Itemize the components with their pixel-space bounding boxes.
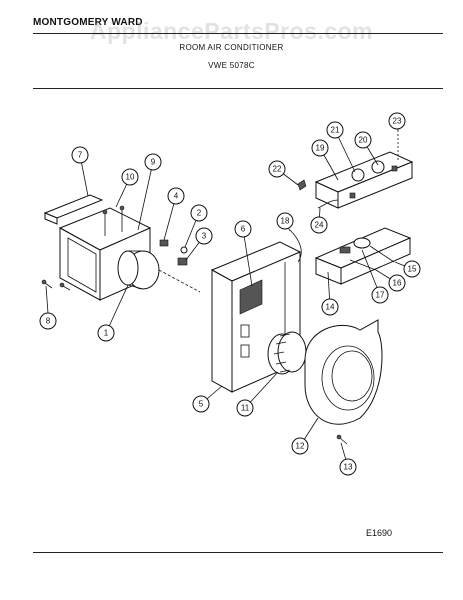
callout-16: 16 (388, 274, 406, 292)
svg-text:9: 9 (151, 158, 156, 167)
svg-text:23: 23 (393, 117, 402, 126)
title-rule (33, 88, 443, 89)
svg-text:11: 11 (241, 404, 250, 413)
callout-12: 12 (291, 437, 309, 455)
svg-text:21: 21 (331, 126, 340, 135)
svg-text:18: 18 (281, 217, 290, 226)
svg-text:3: 3 (202, 232, 207, 241)
callout-1: 1 (97, 324, 115, 342)
svg-text:14: 14 (326, 303, 335, 312)
svg-text:20: 20 (359, 136, 368, 145)
svg-text:19: 19 (316, 144, 325, 153)
figure-code: E1690 (366, 528, 393, 538)
model-number: VWE 5078C (208, 61, 255, 70)
part-13-screw (336, 434, 348, 445)
callout-5: 5 (192, 395, 210, 413)
brand-label: MONTGOMERY WARD (33, 17, 143, 28)
callout-15: 15 (403, 260, 421, 278)
svg-text:16: 16 (393, 279, 402, 288)
svg-text:15: 15 (408, 265, 417, 274)
svg-text:13: 13 (344, 463, 353, 472)
part-12-scroll-housing (304, 319, 383, 425)
diagram-title: ROOM AIR CONDITIONER (179, 43, 284, 52)
callout-9: 9 (144, 153, 162, 171)
callout-11: 11 (236, 399, 254, 417)
part-24-wire-lead (317, 199, 339, 209)
svg-text:6: 6 (241, 225, 246, 234)
part-14-switch-box (314, 227, 412, 285)
footer-rule (33, 552, 443, 553)
svg-text:7: 7 (78, 151, 83, 160)
svg-text:4: 4 (174, 192, 179, 201)
part-8-screws (41, 279, 71, 291)
part-2-washer (180, 246, 188, 254)
part-22-clip (297, 179, 307, 191)
callout-14: 14 (321, 298, 339, 316)
part-7-bracket (43, 194, 104, 225)
svg-text:24: 24 (315, 221, 324, 230)
callout-2: 2 (190, 204, 208, 222)
callout-21: 21 (326, 121, 344, 139)
callout-13: 13 (339, 458, 357, 476)
svg-text:22: 22 (273, 165, 282, 174)
callout-6: 6 (234, 220, 252, 238)
part-18-wire (289, 229, 302, 263)
callout-10: 10 (121, 168, 139, 186)
part-19-control-panel (314, 130, 414, 209)
callout-24: 24 (310, 216, 328, 234)
callout-4: 4 (167, 187, 185, 205)
svg-text:5: 5 (199, 400, 204, 409)
callout-17: 17 (371, 286, 389, 304)
callout-23: 23 (388, 112, 406, 130)
watermark: AppliancePartsPros.com (89, 18, 374, 44)
part-11-blower-wheel (267, 331, 307, 375)
svg-text:2: 2 (197, 209, 202, 218)
callout-20: 20 (354, 131, 372, 149)
callout-18: 18 (276, 212, 294, 230)
part-3-nut (177, 257, 188, 266)
callout-8: 8 (39, 312, 57, 330)
svg-text:1: 1 (104, 329, 109, 338)
svg-text:10: 10 (126, 173, 135, 182)
callout-22: 22 (268, 160, 286, 178)
svg-text:8: 8 (46, 317, 51, 326)
part-1-fan-motor (117, 250, 201, 293)
part-4-clip (159, 239, 169, 247)
svg-text:12: 12 (296, 442, 305, 451)
svg-text:17: 17 (376, 291, 385, 300)
callout-7: 7 (71, 146, 89, 164)
callout-19: 19 (311, 139, 329, 157)
callout-3: 3 (195, 227, 213, 245)
header-rule (33, 33, 443, 34)
